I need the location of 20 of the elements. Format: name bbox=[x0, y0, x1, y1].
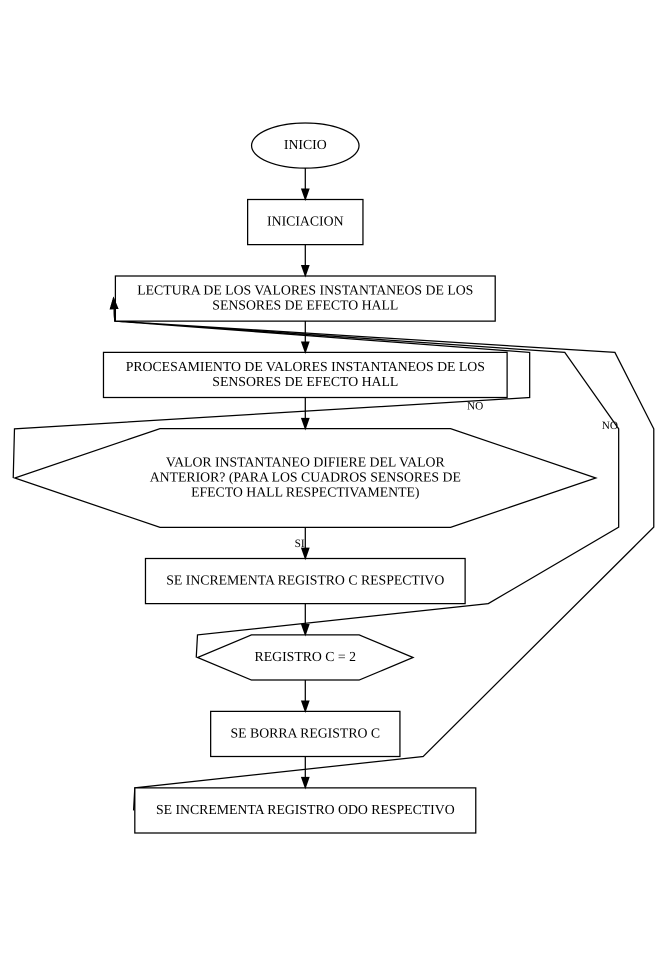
arrow bbox=[110, 296, 620, 658]
node-box: PROCESAMIENTO DE VALORES INSTANTANEOS DE LOS SENSORES DE EFECTO HALL bbox=[102, 351, 508, 398]
arrow bbox=[300, 680, 310, 712]
node-box: SE INCREMENTA REGISTRO ODO RESPECTIVO bbox=[134, 786, 476, 834]
node-box: LECTURA DE LOS VALORES INSTANTANEOS DE LOS SENSORES DE EFECTO HALL bbox=[114, 274, 496, 322]
edge-label: SI bbox=[294, 537, 305, 550]
arrow bbox=[12, 296, 530, 478]
arrow bbox=[300, 603, 310, 636]
node-box: SE INCREMENTA REGISTRO C RESPECTIVO bbox=[144, 557, 466, 604]
arrow bbox=[110, 296, 654, 810]
arrow bbox=[300, 397, 310, 430]
arrow bbox=[300, 756, 310, 789]
arrow bbox=[300, 526, 310, 560]
arrow bbox=[300, 320, 310, 354]
edge-label: NO bbox=[466, 400, 484, 412]
node-ellipse: INICIO bbox=[250, 122, 360, 168]
arrow bbox=[300, 244, 310, 278]
node-box: INICIACION bbox=[247, 198, 364, 245]
arrow bbox=[300, 168, 310, 201]
node-box: SE BORRA REGISTRO C bbox=[210, 710, 401, 757]
